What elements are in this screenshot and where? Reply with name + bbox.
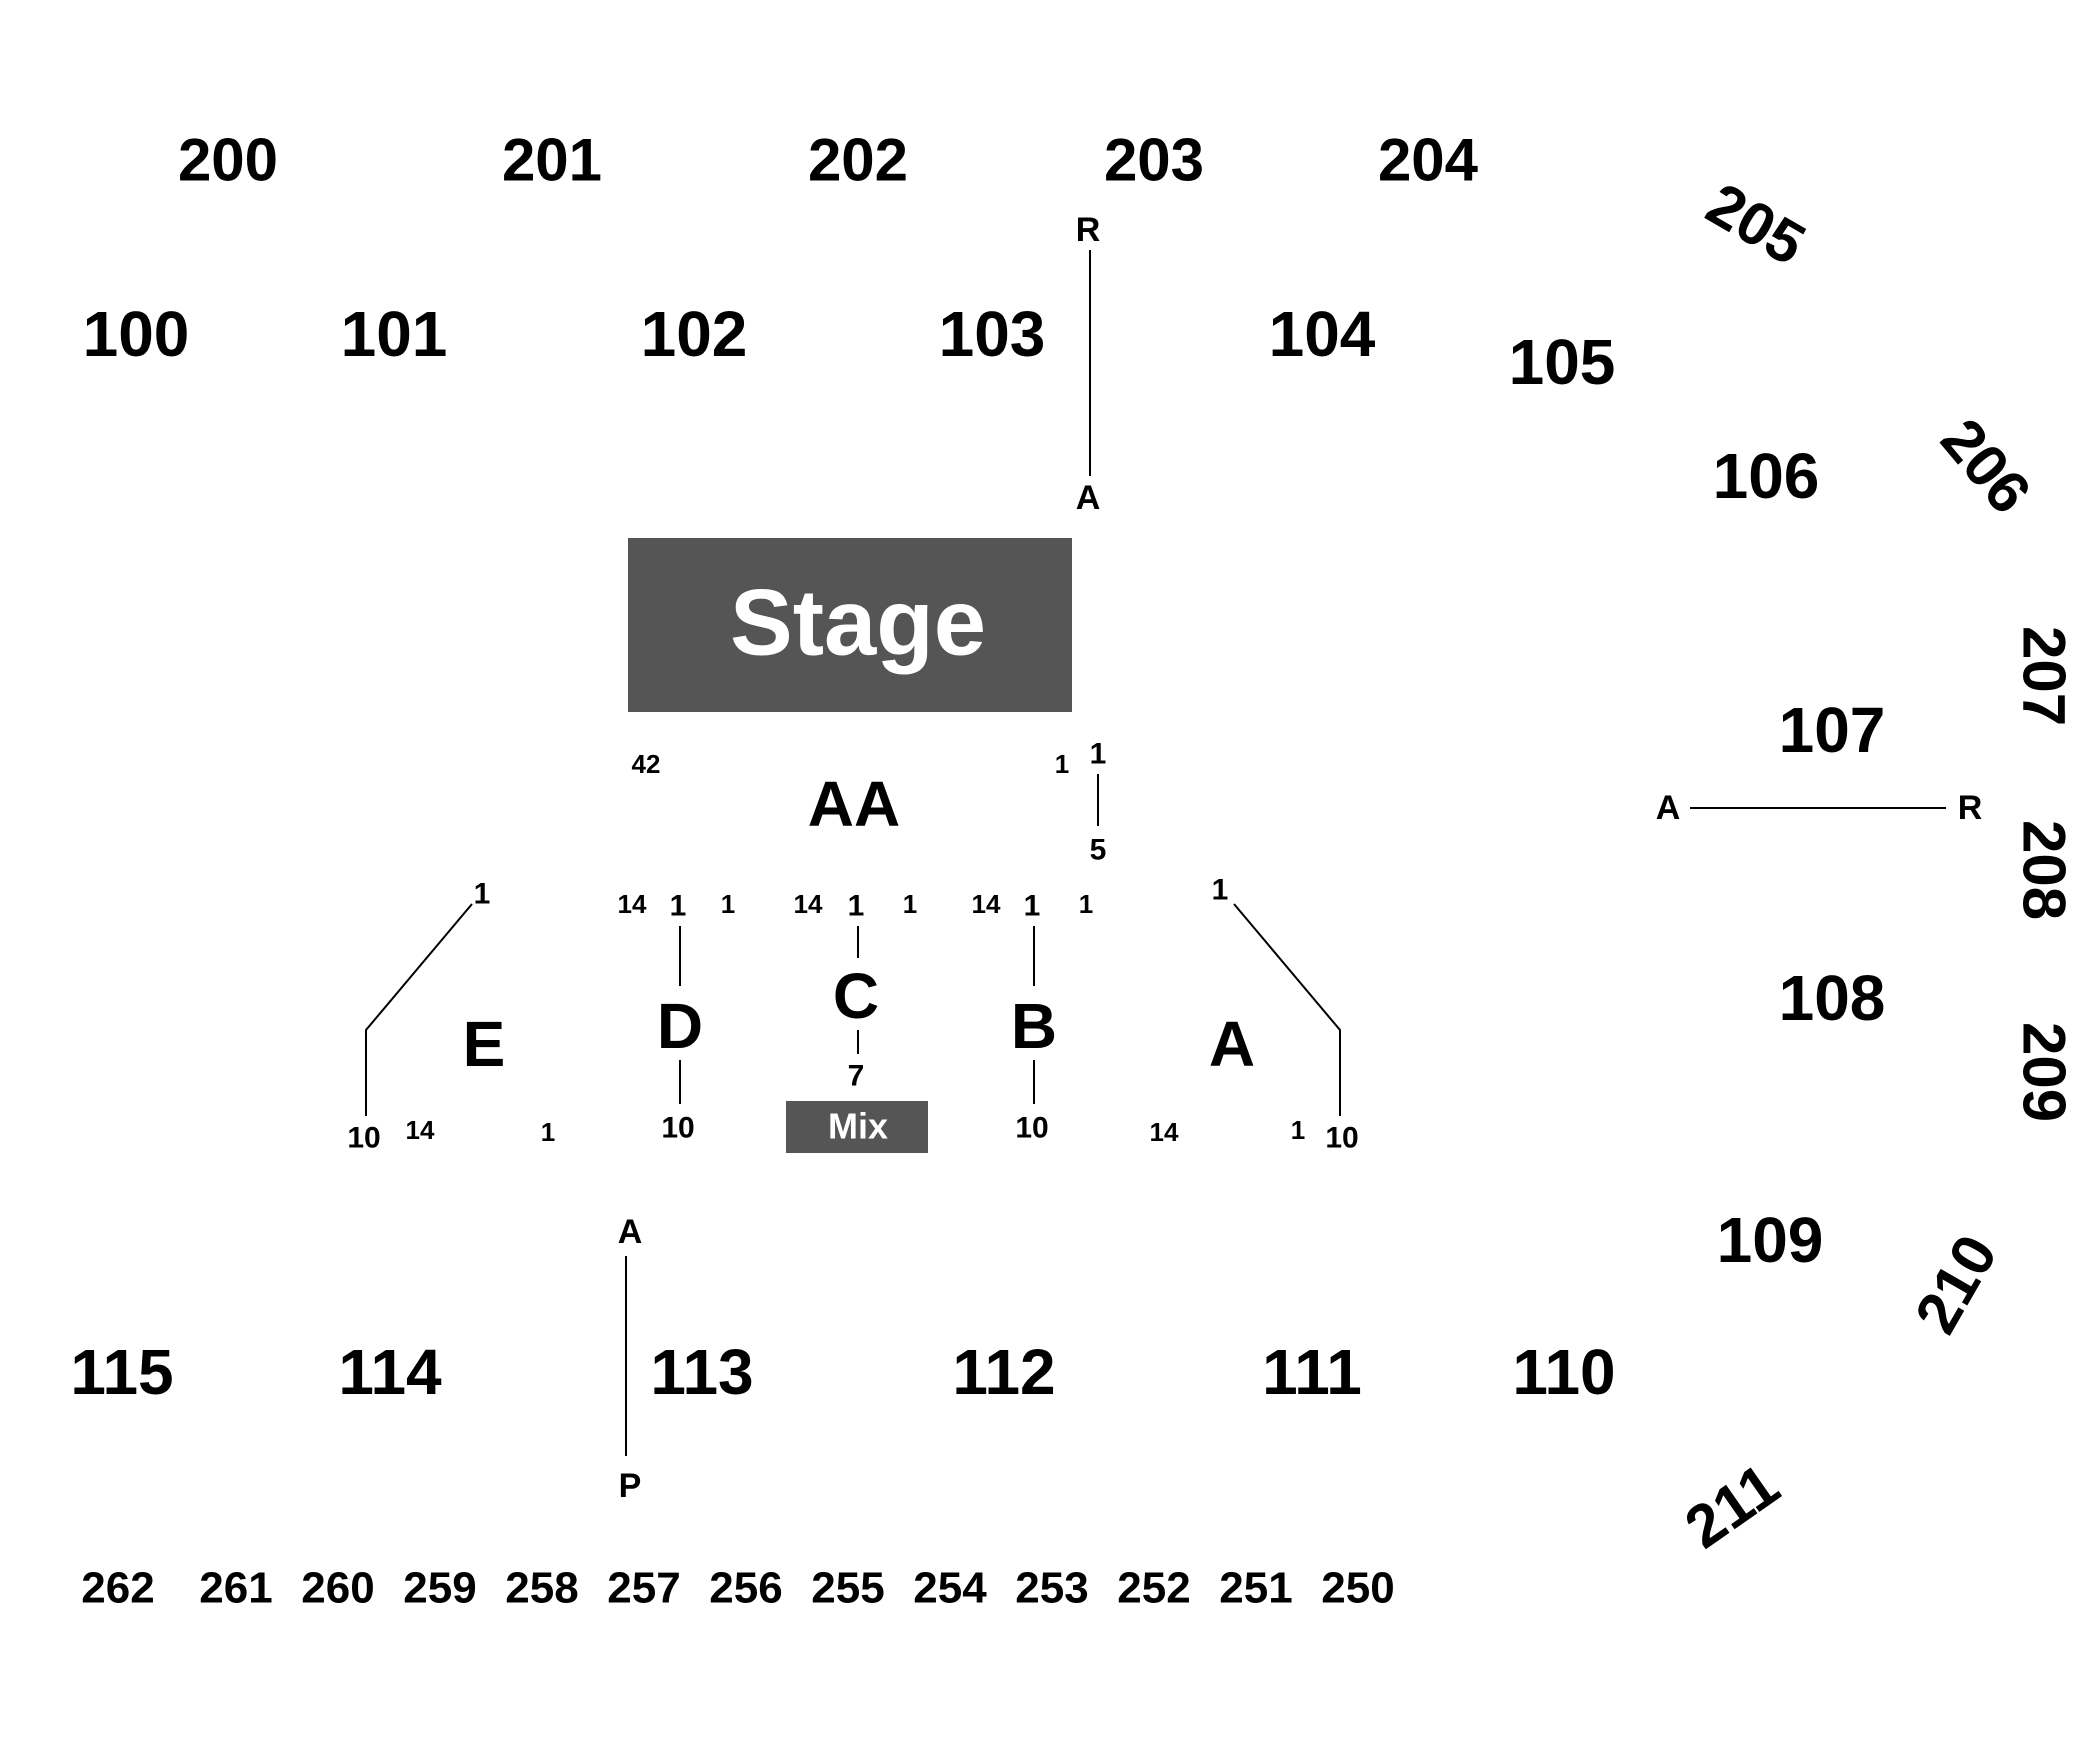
b-seat-1: 1 — [1079, 889, 1093, 919]
section-258[interactable]: 258 — [505, 1564, 578, 1613]
row-marker-113-top: A — [618, 1213, 643, 1251]
section-202[interactable]: 202 — [808, 127, 908, 194]
section-253[interactable]: 253 — [1015, 1564, 1088, 1613]
b-row-1: 1 — [1024, 890, 1041, 923]
section-105[interactable]: 105 — [1509, 326, 1616, 398]
floor-section-d[interactable]: D — [657, 990, 703, 1062]
section-203[interactable]: 203 — [1104, 127, 1204, 194]
section-109[interactable]: 109 — [1717, 1204, 1824, 1276]
e-row-10: 10 — [347, 1122, 380, 1155]
section-254[interactable]: 254 — [913, 1564, 987, 1613]
section-262[interactable]: 262 — [81, 1564, 154, 1613]
stage-label: Stage — [730, 570, 986, 675]
section-261[interactable]: 261 — [199, 1564, 272, 1613]
e-row-1: 1 — [474, 878, 491, 911]
b-row-10: 10 — [1015, 1112, 1048, 1145]
section-103[interactable]: 103 — [939, 298, 1046, 370]
row-marker-113-bottom: P — [619, 1467, 642, 1505]
c-seat-14: 14 — [794, 889, 823, 919]
section-111[interactable]: 111 — [1262, 1336, 1362, 1408]
row-marker-103-bottom: A — [1076, 479, 1101, 517]
floor-section-e[interactable]: E — [463, 1008, 506, 1080]
section-250[interactable]: 250 — [1321, 1564, 1394, 1613]
aa-seat-42: 42 — [632, 749, 661, 779]
floor-section-aa[interactable]: AA — [808, 768, 900, 840]
row-marker-107-right: R — [1958, 789, 1983, 827]
aa-row-1: 1 — [1090, 738, 1107, 771]
section-256[interactable]: 256 — [709, 1564, 782, 1613]
e-seat-14: 14 — [406, 1115, 435, 1145]
section-205[interactable]: 205 — [1696, 170, 1816, 278]
b-seat-14: 14 — [972, 889, 1001, 919]
section-106[interactable]: 106 — [1713, 440, 1820, 512]
section-107[interactable]: 107 — [1779, 694, 1886, 766]
section-100[interactable]: 100 — [83, 298, 190, 370]
section-257[interactable]: 257 — [607, 1564, 680, 1613]
d-seat-1: 1 — [721, 889, 735, 919]
floor-section-b[interactable]: B — [1011, 990, 1057, 1062]
c-row-7: 7 — [848, 1060, 865, 1093]
section-102[interactable]: 102 — [641, 298, 748, 370]
e-seat-1: 1 — [541, 1117, 555, 1147]
floor-section-a[interactable]: A — [1209, 1008, 1255, 1080]
a-seat-14: 14 — [1150, 1117, 1179, 1147]
d-seat-14: 14 — [618, 889, 647, 919]
section-251[interactable]: 251 — [1219, 1564, 1292, 1613]
d-row-10: 10 — [661, 1112, 694, 1145]
section-209[interactable]: 209 — [2011, 1022, 2078, 1122]
section-201[interactable]: 201 — [502, 127, 602, 194]
aa-seat-1: 1 — [1055, 749, 1069, 779]
section-112[interactable]: 112 — [952, 1336, 1055, 1408]
floor-section-c[interactable]: C — [833, 960, 879, 1032]
c-seat-1: 1 — [903, 889, 917, 919]
stage — [628, 538, 1072, 712]
d-row-1: 1 — [670, 890, 687, 923]
row-marker-103-top: R — [1076, 211, 1101, 249]
section-104[interactable]: 104 — [1269, 298, 1376, 370]
a-row-1: 1 — [1212, 874, 1229, 907]
section-206[interactable]: 206 — [1928, 406, 2044, 526]
mix-label: Mix — [828, 1106, 888, 1147]
c-row-1: 1 — [848, 890, 865, 923]
section-204[interactable]: 204 — [1378, 127, 1479, 194]
a-seat-1: 1 — [1291, 1115, 1305, 1145]
section-252[interactable]: 252 — [1117, 1564, 1190, 1613]
section-108[interactable]: 108 — [1779, 962, 1886, 1034]
aa-row-5: 5 — [1090, 834, 1107, 867]
section-113[interactable]: 113 — [650, 1336, 753, 1408]
a-row-line — [1233, 903, 1341, 1116]
section-200[interactable]: 200 — [178, 127, 278, 194]
mix-position — [786, 1101, 928, 1153]
section-260[interactable]: 260 — [301, 1564, 374, 1613]
section-207[interactable]: 207 — [2011, 626, 2078, 726]
section-208[interactable]: 208 — [2011, 820, 2078, 920]
section-210[interactable]: 210 — [1902, 1224, 2010, 1344]
section-259[interactable]: 259 — [403, 1564, 476, 1613]
e-row-line — [365, 903, 473, 1116]
section-114[interactable]: 114 — [338, 1336, 442, 1408]
section-110[interactable]: 110 — [1512, 1336, 1615, 1408]
section-101[interactable]: 101 — [341, 298, 448, 370]
a-row-10: 10 — [1325, 1122, 1358, 1155]
section-115[interactable]: 115 — [70, 1336, 173, 1408]
section-255[interactable]: 255 — [811, 1564, 884, 1613]
section-211[interactable]: 211 — [1673, 1451, 1791, 1561]
row-marker-107-left: A — [1656, 789, 1681, 827]
